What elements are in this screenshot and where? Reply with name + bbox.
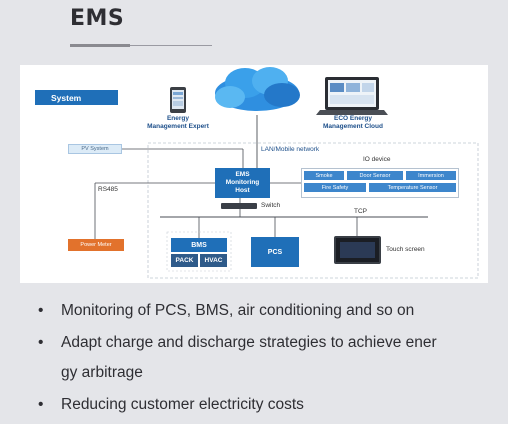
ems-architecture-diagram: System Energy Management Expert ECO Ener… — [20, 65, 488, 283]
power-meter-box: Power Meter — [68, 239, 124, 251]
hvac-box: HVAC — [200, 254, 227, 267]
pcs-box: PCS — [251, 237, 299, 267]
touch-screen-label: Touch screen — [386, 246, 425, 253]
title-underline — [70, 44, 130, 47]
io-device-group — [301, 168, 459, 198]
diagram-connectors — [94, 67, 479, 279]
lan-label: LAN/Mobile network — [261, 146, 320, 153]
cloud-icon — [215, 67, 300, 111]
network-switch-icon — [221, 203, 257, 209]
io-item-door-sensor: Door Sensor — [347, 171, 403, 180]
laptop-icon — [316, 77, 388, 115]
io-device-label: IO device — [363, 156, 391, 163]
io-item-smoke: Smoke — [304, 171, 344, 180]
rs485-label: RS485 — [98, 186, 118, 193]
io-item-fire-safety: Fire Safety — [304, 183, 366, 192]
switch-label: Switch — [261, 202, 281, 209]
bullet-dot-icon: • — [38, 396, 44, 413]
eco-cloud-label: ECO Energy Management Cloud — [323, 115, 383, 130]
ems-monitoring-host: EMS Monitoring Host — [215, 168, 270, 198]
title-underline-thin — [130, 45, 212, 46]
io-item-temperature-sensor: Temperature Sensor — [369, 183, 456, 192]
touch-screen-icon — [334, 236, 381, 264]
system-label: System — [35, 90, 118, 105]
tcp-label: TCP — [354, 208, 367, 215]
smartphone-icon — [170, 87, 186, 113]
site-boundary — [147, 142, 479, 279]
bullet-dot-icon: • — [38, 334, 44, 351]
energy-expert-label: Energy Management Expert — [147, 115, 209, 130]
page-title: EMS — [70, 6, 125, 31]
pv-system-box: PV System — [68, 144, 122, 154]
bullet-dot-icon: • — [38, 302, 44, 319]
io-item-immersion: Immersion — [406, 171, 456, 180]
pack-box: PACK — [171, 254, 198, 267]
bms-box: BMS — [171, 238, 227, 252]
